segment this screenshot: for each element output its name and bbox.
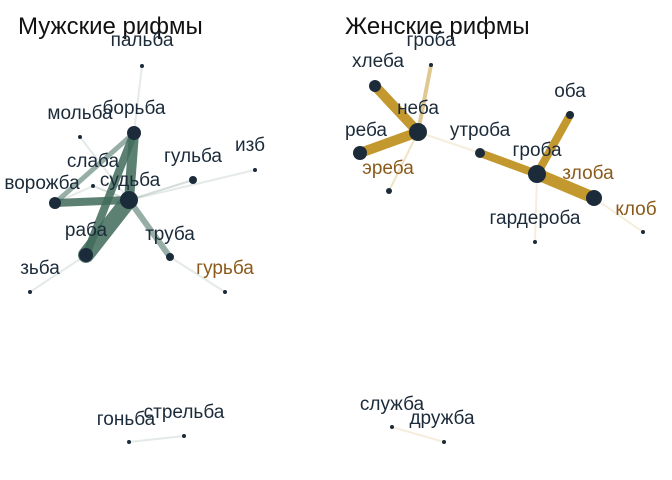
node-left-зьба <box>28 290 32 294</box>
node-label-right-небa: неба <box>397 98 439 119</box>
edge-left-судьба-ворожба <box>51 196 133 207</box>
edge-right-злоба-клоб <box>593 197 644 233</box>
node-label-left-пальба: пальба <box>111 30 174 51</box>
edges-layer <box>29 63 644 443</box>
node-right-служба <box>390 425 394 429</box>
node-right-эреба <box>386 188 392 194</box>
edge-right-небa-гроба-top <box>416 63 433 134</box>
node-left-гульба <box>189 176 197 184</box>
edge-left-труба-гурьба <box>169 256 226 293</box>
node-label-left-мольба: мольба <box>47 103 113 124</box>
edge-left-раба-зьба <box>29 254 87 293</box>
node-right-небa <box>409 123 427 141</box>
node-right-хлеба <box>369 80 381 92</box>
node-right-клоб <box>641 230 645 234</box>
node-label-left-стрельба: стрельба <box>144 402 225 423</box>
node-right-гроба-top <box>429 63 433 67</box>
node-label-right-реба: реба <box>345 120 387 141</box>
node-label-right-утроба: утроба <box>450 120 511 141</box>
edge-right-гроба-гардероба <box>534 173 538 243</box>
node-label-left-судьба: судьба <box>100 170 161 191</box>
node-label-right-оба: оба <box>554 81 586 102</box>
node-label-left-гоньба: гоньба <box>97 409 156 430</box>
edge-left-борьба-ворожба <box>52 130 137 206</box>
node-left-судьба <box>120 191 138 209</box>
edge-left-ворожба-слаба <box>54 185 94 204</box>
node-right-утроба <box>475 148 485 158</box>
node-left-труба <box>166 253 174 261</box>
node-label-right-злоба: злоба <box>562 163 614 184</box>
node-label-left-гурьба: гурьба <box>196 258 254 279</box>
panel-title-right: Женские рифмы <box>345 13 530 40</box>
node-left-борьба <box>127 126 141 140</box>
node-label-left-труба: труба <box>145 224 195 245</box>
node-label-right-клоб: клоб <box>615 199 656 220</box>
edge-left-судьба-труба <box>126 197 173 260</box>
node-label-right-гроба-top: гроба <box>406 30 456 51</box>
node-label-left-слаба: слаба <box>67 151 120 172</box>
node-left-раба <box>79 248 93 262</box>
node-right-дружба <box>442 440 446 444</box>
node-label-right-гардероба: гардероба <box>489 208 580 229</box>
edge-left-борьба-пальба <box>133 65 143 134</box>
edge-left-судьба-гульба <box>128 179 194 201</box>
edge-left-борьба-раба <box>82 129 138 259</box>
node-label-right-служба: служба <box>360 394 425 415</box>
node-left-изб <box>253 168 257 172</box>
edge-right-гроба-злоба <box>531 168 600 204</box>
node-label-left-ворожба: ворожба <box>4 173 80 194</box>
node-left-гурьба <box>223 290 227 294</box>
node-label-left-гульба: гульба <box>164 146 222 167</box>
node-label-left-борьба: борьба <box>103 98 166 119</box>
edge-right-утроба-гроба <box>476 149 541 178</box>
edge-left-судьба-изб <box>128 169 256 201</box>
edge-right-служба-дружба <box>391 426 445 443</box>
node-right-гардероба <box>533 240 537 244</box>
edge-right-небa-эреба <box>388 131 419 192</box>
nodes-layer <box>28 63 645 444</box>
node-label-right-гроба: гроба <box>512 140 562 161</box>
edge-right-небa-реба <box>355 127 423 158</box>
node-left-слаба <box>91 184 95 188</box>
panel-title-left: Мужские рифмы <box>18 13 203 40</box>
edge-right-гроба-оба <box>533 111 574 178</box>
edge-right-небa-хлеба <box>370 81 423 137</box>
node-left-мольба <box>78 135 82 139</box>
node-label-left-зьба: зьба <box>20 258 60 279</box>
node-label-left-раба: раба <box>65 220 108 241</box>
edge-right-небa-утроба <box>417 131 481 154</box>
edge-left-судьба-мольба <box>79 136 130 201</box>
node-left-ворожба <box>49 197 61 209</box>
node-right-злоба <box>586 190 602 206</box>
node-label-left-изб: изб <box>235 135 265 156</box>
node-label-right-хлеба: хлеба <box>352 51 404 72</box>
node-label-right-дружба: дружба <box>409 408 475 429</box>
node-right-оба <box>566 111 574 119</box>
node-right-гроба <box>528 165 546 183</box>
node-left-пальба <box>140 64 144 68</box>
node-right-реба <box>353 146 367 160</box>
node-left-гоньба <box>127 440 131 444</box>
node-left-стрельба <box>182 434 186 438</box>
node-label-right-эреба: эреба <box>362 158 414 179</box>
edge-left-гоньба-стрельба <box>128 435 185 443</box>
